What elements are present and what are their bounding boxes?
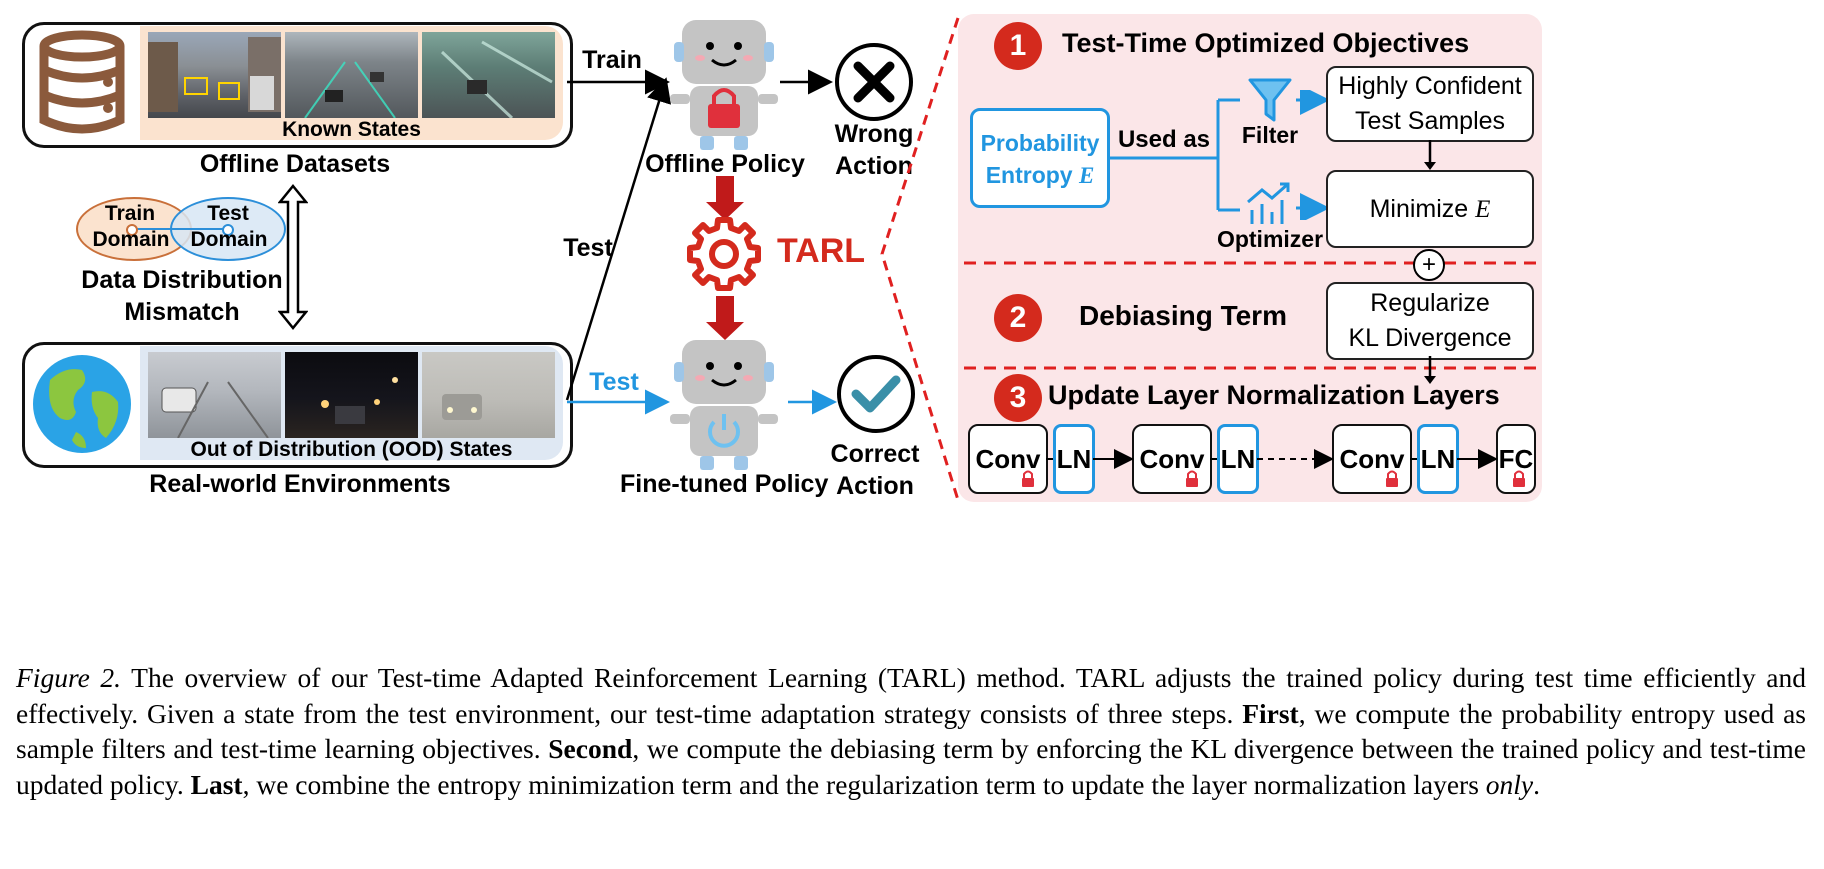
offline-datasets-label: Offline Datasets xyxy=(199,150,391,178)
train-word: Train xyxy=(104,202,156,225)
mismatch-line-1: Data Distribution xyxy=(81,266,283,294)
conv-2-label: Conv xyxy=(1139,443,1205,474)
down-arrow-2 xyxy=(1424,356,1436,384)
zoom-dashed-lines xyxy=(880,17,960,501)
correct-action-line-2: Action xyxy=(836,472,914,500)
entropy-symbol: E xyxy=(1078,163,1095,188)
caption-end: . xyxy=(1533,768,1541,800)
test-domain-word: Domain xyxy=(190,228,268,251)
wrong-x-icon xyxy=(835,43,913,121)
city-street-image xyxy=(148,32,281,118)
ln-1-label: LN xyxy=(1056,443,1092,474)
filter-icon xyxy=(1248,78,1292,122)
confident-line-2: Test Samples xyxy=(1354,107,1506,135)
confident-line-1: Highly Confident xyxy=(1338,72,1522,100)
down-arrow-1 xyxy=(1424,140,1436,170)
section-dividers xyxy=(964,261,1536,370)
prob-line-2: Entropy E xyxy=(973,159,1107,192)
plus-sign: + xyxy=(1421,251,1436,278)
known-states-label: Known States xyxy=(282,118,421,141)
conv-block-2: Conv xyxy=(1132,424,1212,494)
entropy-flow-lines xyxy=(1110,90,1330,220)
step-3-badge: 3 xyxy=(994,374,1042,422)
conv-block-1: Conv xyxy=(968,424,1048,494)
train-arrow-label: Train xyxy=(582,46,642,74)
finetuned-policy-label: Fine-tuned Policy xyxy=(620,470,829,498)
minimize-symbol: E xyxy=(1475,195,1491,223)
step-3-title: Update Layer Normalization Layers xyxy=(1048,380,1500,410)
optimizer-label: Optimizer xyxy=(1216,226,1324,252)
gear-icon xyxy=(687,217,761,291)
kl-divergence-box: Regularize KL Divergence xyxy=(1326,282,1534,360)
wrong-action-line-2: Action xyxy=(835,152,913,180)
highway-image xyxy=(285,32,418,118)
figure-caption: Figure 2. The overview of our Test-time … xyxy=(16,660,1806,802)
prob-line-1: Probability xyxy=(980,130,1100,156)
correct-check-icon xyxy=(837,355,915,433)
ln-2-label: LN xyxy=(1220,443,1256,474)
confident-samples-box: Highly Confident Test Samples xyxy=(1326,66,1534,142)
layer-connectors xyxy=(1022,449,1525,487)
tarl-label: TARL xyxy=(776,232,866,270)
real-world-label: Real-world Environments xyxy=(149,470,451,498)
finetuned-robot-icon xyxy=(670,340,778,470)
caption-part-3: , we compute the debiasing term by enfor… xyxy=(16,733,1806,800)
optimizer-icon xyxy=(1247,182,1290,224)
caption-part-2: , we compute the probability entropy use… xyxy=(16,697,1806,765)
conv-3-label: Conv xyxy=(1339,443,1405,474)
locked-robot-icon xyxy=(670,20,778,150)
mismatch-line-2: Mismatch xyxy=(124,298,240,326)
used-as-label: Used as xyxy=(1117,126,1211,153)
test-arrow-label-blue: Test xyxy=(589,368,639,396)
step-1-badge: 1 xyxy=(994,22,1042,70)
flow-arrows xyxy=(565,69,837,415)
offline-policy-label: Offline Policy xyxy=(645,150,805,178)
caption-last: Last xyxy=(190,768,243,800)
step-2-badge: 2 xyxy=(994,294,1042,342)
night-road-image xyxy=(285,352,418,438)
probability-entropy-box: Probability Entropy E xyxy=(970,108,1110,208)
ood-states-label: Out of Distribution (OOD) States xyxy=(190,438,513,461)
caption-first: First xyxy=(1242,697,1299,729)
plus-circle: + xyxy=(1413,249,1445,281)
step-1-title: Test-Time Optimized Objectives xyxy=(1062,28,1470,58)
adaptation-arrows xyxy=(706,176,744,340)
wrong-action-line-1: Wrong xyxy=(834,120,914,148)
database-icon xyxy=(39,30,125,134)
test-arrow-label: Test xyxy=(563,234,613,262)
train-domain-word: Domain xyxy=(92,228,170,251)
reg-line-2: KL Divergence xyxy=(1348,324,1512,352)
fc-label: FC xyxy=(1498,443,1534,474)
snowy-road-image xyxy=(148,352,281,438)
ln-3-label: LN xyxy=(1420,443,1456,474)
conv-block-3: Conv xyxy=(1332,424,1412,494)
conv-1-label: Conv xyxy=(975,443,1041,474)
caption-part-4: , we combine the entropy minimization te… xyxy=(242,768,1486,800)
caption-fig-label: Figure 2. xyxy=(16,662,122,693)
test-word: Test xyxy=(207,202,249,225)
prob-entropy-word: Entropy xyxy=(985,162,1073,188)
caption-second: Second xyxy=(548,733,633,764)
road-markings-image xyxy=(422,32,555,118)
caption-only: only xyxy=(1485,768,1534,800)
minimize-word: Minimize xyxy=(1369,194,1469,223)
fc-block: FC xyxy=(1496,424,1536,494)
double-arrow-icon xyxy=(278,184,308,330)
correct-action-line-1: Correct xyxy=(830,440,920,468)
reg-line-1: Regularize xyxy=(1370,289,1490,317)
foggy-road-image xyxy=(422,352,555,438)
minimize-entropy-box: Minimize E xyxy=(1326,170,1534,248)
step-2-title: Debiasing Term xyxy=(1079,300,1287,331)
filter-label: Filter xyxy=(1241,122,1299,148)
caption-part-1: The overview of our Test-time Adapted Re… xyxy=(16,662,1807,729)
globe-icon xyxy=(33,355,131,453)
